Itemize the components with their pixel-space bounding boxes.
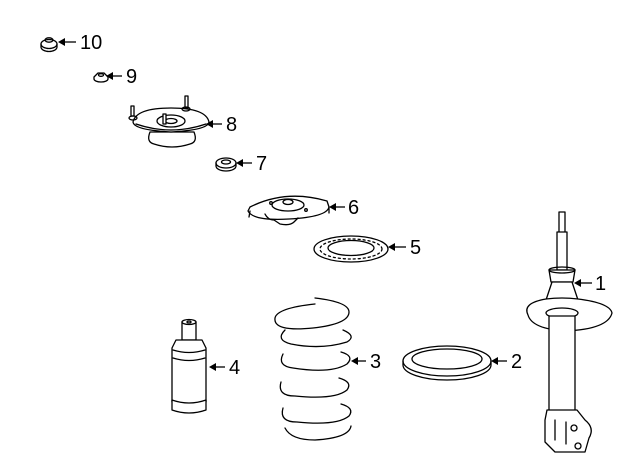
spring-seat-part[interactable] [247, 195, 330, 226]
callout-4: 4 [229, 357, 240, 379]
callout-3: 3 [370, 351, 381, 373]
coil-spring-part[interactable] [274, 297, 352, 441]
upper-insulator-part[interactable] [313, 235, 389, 263]
callout-6: 6 [348, 197, 359, 219]
callout-2: 2 [511, 351, 522, 373]
nut-part[interactable] [93, 72, 109, 83]
strut-mount-part[interactable] [128, 95, 210, 148]
callout-leaders [58, 38, 592, 371]
bump-stop-part[interactable] [171, 318, 207, 414]
callout-9: 9 [126, 66, 137, 88]
bearing-part[interactable] [215, 157, 237, 172]
callout-7: 7 [256, 153, 267, 175]
callout-8: 8 [226, 114, 237, 136]
cap-part[interactable] [40, 37, 58, 53]
callout-1: 1 [595, 273, 606, 295]
lower-insulator-part[interactable] [402, 345, 492, 381]
strut-part[interactable] [526, 211, 613, 453]
callout-5: 5 [410, 237, 421, 259]
callout-10: 10 [80, 32, 102, 54]
callout-labels: 10 9 8 7 6 5 1 2 3 4 [80, 32, 606, 379]
